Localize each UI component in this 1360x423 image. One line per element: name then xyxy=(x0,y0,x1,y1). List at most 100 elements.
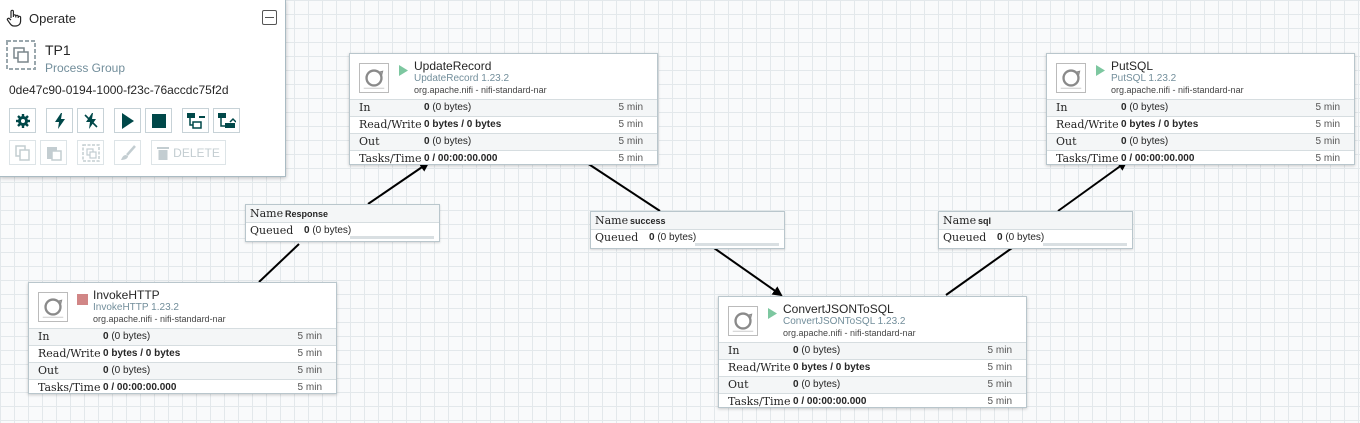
connection-sql[interactable]: Name sql Queued 0 (0 bytes) xyxy=(938,211,1133,249)
delete-button[interactable]: DELETE xyxy=(151,140,226,165)
connection-queued-label: Queued xyxy=(595,231,639,244)
running-status-icon xyxy=(768,308,777,319)
stat-value-in: 0 (0 bytes) xyxy=(103,331,151,342)
stat-window: 5 min xyxy=(618,119,643,130)
stat-row-tasks: Tasks/Time 0 / 00:00:00.000 5 min xyxy=(1047,150,1354,167)
gear-icon xyxy=(15,113,30,128)
connection-name-label: Name xyxy=(250,207,284,220)
stat-row-out: Out 0 (0 bytes) 5 min xyxy=(29,362,336,379)
paste-icon xyxy=(46,146,62,161)
processor-type: ConvertJSONToSQL 1.23.2 xyxy=(783,316,906,327)
processor-stats: In 0 (0 bytes) 5 min Read/Write 0 bytes … xyxy=(1047,99,1354,167)
stop-button[interactable] xyxy=(145,108,172,133)
hand-pointer-icon xyxy=(6,9,22,27)
processor-putsql[interactable]: PutSQL PutSQL 1.23.2 org.apache.nifi - n… xyxy=(1046,53,1355,165)
stat-label-readwrite: Read/Write xyxy=(728,361,791,374)
start-button[interactable] xyxy=(114,108,141,133)
process-group-id: 0de47c90-0194-1000-f23c-76accdc75f2d xyxy=(9,83,229,97)
stat-value-tasks: 0 / 00:00:00.000 xyxy=(793,396,867,407)
connection-queued-label: Queued xyxy=(250,224,294,237)
stat-window: 5 min xyxy=(987,345,1012,356)
group-icon xyxy=(81,143,100,162)
stat-window: 5 min xyxy=(1315,153,1340,164)
stat-label-tasks: Tasks/Time xyxy=(38,381,101,394)
connection-success[interactable]: Name success Queued 0 (0 bytes) xyxy=(590,211,785,249)
stat-window: 5 min xyxy=(618,136,643,147)
stat-row-out: Out 0 (0 bytes) 5 min xyxy=(1047,133,1354,150)
processor-bundle: org.apache.nifi - nifi-standard-nar xyxy=(783,328,916,338)
stat-row-in: In 0 (0 bytes) 5 min xyxy=(719,342,1026,359)
processor-name: PutSQL xyxy=(1111,59,1154,73)
process-group-type: Process Group xyxy=(45,61,126,75)
processor-bundle: org.apache.nifi - nifi-standard-nar xyxy=(93,314,226,324)
processor-invokehttp[interactable]: InvokeHTTP InvokeHTTP 1.23.2 org.apache.… xyxy=(28,282,337,394)
minimize-button[interactable] xyxy=(262,10,277,25)
connection-response[interactable]: Name Response Queued 0 (0 bytes) xyxy=(245,204,440,242)
stat-window: 5 min xyxy=(618,102,643,113)
queue-progress-bar xyxy=(695,243,779,246)
configure-button[interactable] xyxy=(9,108,36,133)
processor-name: ConvertJSONToSQL xyxy=(783,302,894,316)
stat-window: 5 min xyxy=(987,379,1012,390)
paste-button[interactable] xyxy=(40,140,67,165)
connection-line-response-lower xyxy=(258,243,300,283)
stat-label-tasks: Tasks/Time xyxy=(1056,152,1119,165)
stat-label-tasks: Tasks/Time xyxy=(728,395,791,408)
stat-window: 5 min xyxy=(297,331,322,342)
play-icon xyxy=(121,112,134,129)
stat-window: 5 min xyxy=(297,382,322,393)
stat-value-tasks: 0 / 00:00:00.000 xyxy=(103,382,177,393)
create-template-button[interactable] xyxy=(182,108,209,133)
processor-convertjsontosql[interactable]: ConvertJSONToSQL ConvertJSONToSQL 1.23.2… xyxy=(718,296,1027,408)
stat-row-out: Out 0 (0 bytes) 5 min xyxy=(350,133,657,150)
queue-progress-bar xyxy=(350,236,434,239)
operate-actions-row-2: DELETE xyxy=(9,140,230,165)
connection-line-success-upper xyxy=(586,162,661,212)
group-button[interactable] xyxy=(77,140,104,165)
stat-value-out: 0 (0 bytes) xyxy=(793,379,841,390)
stat-row-in: In 0 (0 bytes) 5 min xyxy=(350,99,657,116)
stat-window: 5 min xyxy=(1315,136,1340,147)
process-group-name: TP1 xyxy=(45,42,71,58)
processor-icon xyxy=(359,63,389,93)
processor-type: UpdateRecord 1.23.2 xyxy=(414,73,510,84)
connection-name-row xyxy=(939,212,1132,230)
stat-label-readwrite: Read/Write xyxy=(359,118,422,131)
stat-label-out: Out xyxy=(359,135,380,148)
processor-type: InvokeHTTP 1.23.2 xyxy=(93,302,179,313)
stat-window: 5 min xyxy=(297,348,322,359)
stat-row-tasks: Tasks/Time 0 / 00:00:00.000 5 min xyxy=(719,393,1026,410)
stat-value-readwrite: 0 bytes / 0 bytes xyxy=(793,362,871,373)
processor-icon xyxy=(38,292,68,322)
template-create-icon xyxy=(186,112,205,129)
stat-value-readwrite: 0 bytes / 0 bytes xyxy=(103,348,181,359)
delete-label: DELETE xyxy=(173,145,220,160)
stat-value-in: 0 (0 bytes) xyxy=(424,102,472,113)
operate-actions-row-1 xyxy=(9,108,244,133)
processor-bundle: org.apache.nifi - nifi-standard-nar xyxy=(1111,85,1244,95)
operate-title: Operate xyxy=(29,10,76,26)
copy-button[interactable] xyxy=(9,140,36,165)
stat-label-readwrite: Read/Write xyxy=(1056,118,1119,131)
disable-button[interactable] xyxy=(77,108,104,133)
stat-window: 5 min xyxy=(987,362,1012,373)
processor-icon xyxy=(728,306,758,336)
upload-template-button[interactable] xyxy=(213,108,240,133)
processor-bundle: org.apache.nifi - nifi-standard-nar xyxy=(414,85,547,95)
stat-row-out: Out 0 (0 bytes) 5 min xyxy=(719,376,1026,393)
connection-name: sql xyxy=(978,216,992,226)
connection-name-row xyxy=(591,212,784,230)
lightning-bolt-icon xyxy=(54,112,65,129)
operate-palette: Operate TP1 Process Group 0de47c90-0194-… xyxy=(0,0,286,177)
connection-name: Response xyxy=(285,209,329,219)
enable-button[interactable] xyxy=(46,108,73,133)
stat-row-readwrite: Read/Write 0 bytes / 0 bytes 5 min xyxy=(350,116,657,133)
color-button[interactable] xyxy=(114,140,141,165)
connection-name-label: Name xyxy=(943,214,977,227)
processor-icon xyxy=(1056,63,1086,93)
connection-name-label: Name xyxy=(595,214,629,227)
stat-value-tasks: 0 / 00:00:00.000 xyxy=(424,153,498,164)
stat-value-in: 0 (0 bytes) xyxy=(1121,102,1169,113)
queue-progress-bar xyxy=(1043,243,1127,246)
processor-updaterecord[interactable]: UpdateRecord UpdateRecord 1.23.2 org.apa… xyxy=(349,53,658,165)
